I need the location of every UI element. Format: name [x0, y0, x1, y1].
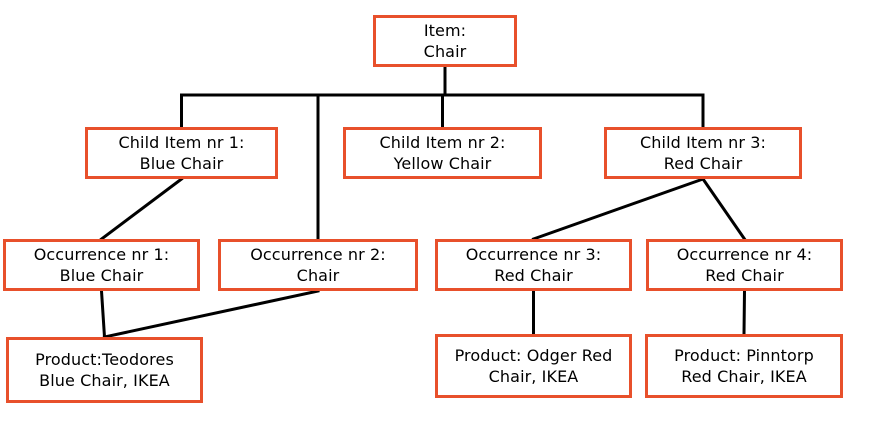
node-label: Item: Chair [423, 21, 467, 61]
node-label: Child Item nr 2: Yellow Chair [379, 133, 506, 173]
node-occurrence-2-chair: Occurrence nr 2: Chair [218, 239, 418, 291]
node-label: Product: Pinntorp Red Chair, IKEA [674, 346, 814, 386]
node-occurrence-3-red-chair: Occurrence nr 3: Red Chair [435, 239, 632, 291]
node-child-item-1-blue-chair: Child Item nr 1: Blue Chair [85, 127, 278, 179]
node-product-teodores-blue-chair: Product:Teodores Blue Chair, IKEA [6, 337, 203, 403]
node-label: Child Item nr 1: Blue Chair [118, 133, 245, 173]
node-occurrence-4-red-chair: Occurrence nr 4: Red Chair [646, 239, 843, 291]
node-label: Child Item nr 3: Red Chair [640, 133, 766, 173]
node-label: Occurrence nr 3: Red Chair [465, 245, 602, 285]
node-item-chair: Item: Chair [373, 15, 517, 67]
node-child-item-2-yellow-chair: Child Item nr 2: Yellow Chair [343, 127, 542, 179]
node-occurrence-1-blue-chair: Occurrence nr 1: Blue Chair [3, 239, 200, 291]
node-label: Product:Teodores Blue Chair, IKEA [35, 350, 174, 390]
node-product-pinntorp-red-chair: Product: Pinntorp Red Chair, IKEA [645, 334, 843, 398]
node-child-item-3-red-chair: Child Item nr 3: Red Chair [604, 127, 802, 179]
node-label: Product: Odger Red Chair, IKEA [454, 346, 613, 386]
node-label: Occurrence nr 4: Red Chair [676, 245, 813, 285]
node-label: Occurrence nr 1: Blue Chair [33, 245, 170, 285]
node-label: Occurrence nr 2: Chair [250, 245, 386, 285]
node-product-odger-red-chair: Product: Odger Red Chair, IKEA [435, 334, 632, 398]
